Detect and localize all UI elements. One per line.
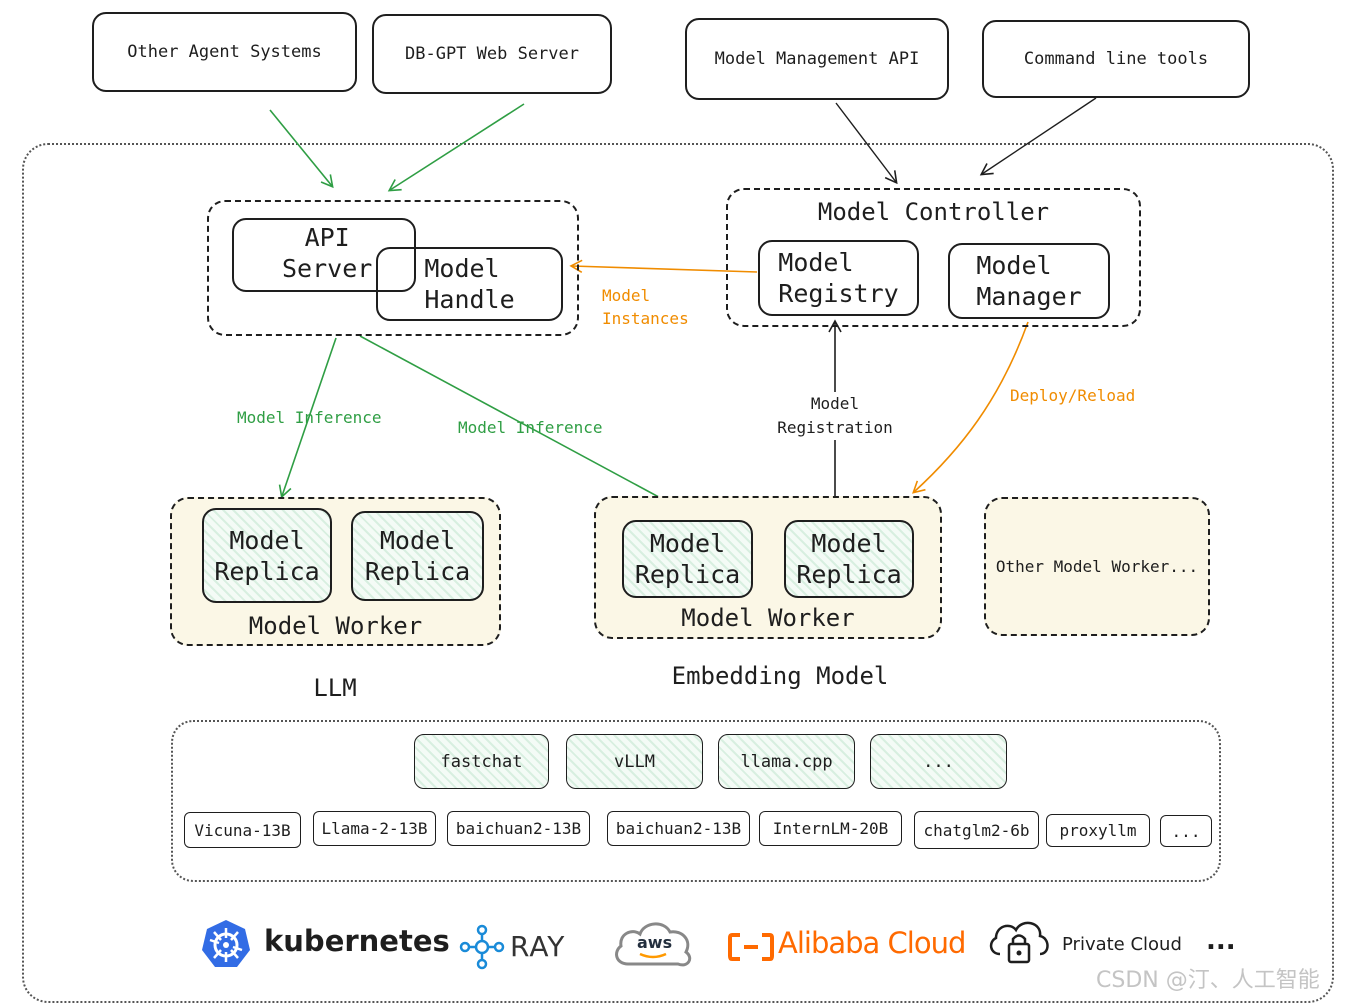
ray-logo: [458, 924, 506, 970]
framework-llamacpp: llama.cpp: [718, 734, 855, 789]
model-controller-group: [726, 188, 1141, 327]
platforms-more-label: ...: [1206, 926, 1236, 956]
other-agent-systems-box: Other Agent Systems: [92, 12, 357, 92]
api-server-label: API Server: [282, 223, 373, 283]
model-internlm-label: InternLM-20B: [772, 819, 889, 838]
alibaba-logo: [728, 932, 774, 962]
llm-replica-1-label: Model Replica: [214, 525, 320, 586]
web-server-label: DB-GPT Web Server: [405, 44, 579, 64]
web-server-box: DB-GPT Web Server: [372, 14, 612, 94]
arrow-cli-to-controller: [979, 97, 1097, 176]
framework-vllm-label: vLLM: [614, 751, 655, 772]
model-baichuan2-b-label: baichuan2-13B: [615, 819, 742, 838]
framework-llamacpp-label: llama.cpp: [740, 751, 833, 772]
model-registry-box: Model Registry: [758, 240, 919, 316]
model-internlm: InternLM-20B: [759, 811, 902, 846]
model-handle-label: Model Handle: [424, 254, 515, 314]
model-manager-label: Model Manager: [976, 251, 1082, 311]
ray-label: RAY: [510, 930, 566, 963]
llm-replica-2: Model Replica: [351, 511, 484, 601]
arrow-mgmt-api-to-controller: [835, 102, 898, 185]
api-server-box: API Server: [232, 218, 416, 292]
arrow-web-server-to-api: [387, 103, 525, 192]
llm-worker-label: Model Worker: [248, 612, 423, 640]
backend-container: [171, 720, 1221, 882]
command-line-tools-box: Command line tools: [982, 20, 1250, 98]
model-instances-label: Model Instances: [602, 286, 689, 328]
llm-replica-1: Model Replica: [202, 508, 332, 603]
command-line-tools-label: Command line tools: [1023, 49, 1209, 69]
kubernetes-icon: [202, 920, 250, 967]
model-controller-title: Model Controller: [817, 198, 1050, 226]
framework-fastchat-label: fastchat: [440, 751, 523, 772]
model-registry-label: Model Registry: [778, 248, 899, 308]
model-inference-label-2: Model Inference: [458, 418, 603, 437]
other-agent-systems-label: Other Agent Systems: [127, 42, 322, 62]
kubernetes-label: kubernetes: [264, 924, 450, 958]
other-model-worker-label: Other Model Worker...: [995, 557, 1199, 576]
model-management-api-box: Model Management API: [685, 18, 949, 100]
model-proxyllm-label: proxyllm: [1059, 821, 1137, 840]
alibaba-cloud-label: Alibaba Cloud: [778, 926, 966, 960]
model-llama2-label: Llama-2-13B: [321, 819, 428, 838]
watermark: CSDN @汀、人工智能: [1096, 968, 1320, 993]
embedding-caption: Embedding Model: [671, 662, 889, 690]
deploy-reload-label: Deploy/Reload: [1010, 386, 1136, 405]
private-cloud-logo: [986, 914, 1052, 966]
model-baichuan2-a: baichuan2-13B: [447, 811, 590, 846]
framework-more: ...: [870, 734, 1007, 789]
arrow-api-to-embedding-worker: [359, 335, 697, 518]
api-server-group: [207, 200, 579, 336]
other-model-worker: Other Model Worker...: [984, 497, 1210, 636]
aws-cloud-icon: [615, 922, 692, 967]
framework-vllm: vLLM: [566, 734, 703, 789]
model-more-label: ...: [1171, 821, 1201, 841]
model-proxyllm: proxyllm: [1046, 814, 1150, 847]
embedding-replica-2: Model Replica: [784, 520, 914, 598]
model-baichuan2-b: baichuan2-13B: [607, 811, 750, 846]
llm-caption: LLM: [313, 674, 357, 702]
embedding-worker-label: Model Worker: [681, 604, 855, 632]
model-management-api-label: Model Management API: [714, 49, 920, 69]
ray-icon: [459, 924, 505, 970]
model-inference-label-1: Model Inference: [237, 408, 382, 427]
model-vicuna-label: Vicuna-13B: [194, 820, 291, 840]
model-manager-box: Model Manager: [948, 243, 1110, 319]
arrow-api-to-llm-worker: [278, 337, 337, 499]
llm-replica-2-label: Model Replica: [364, 526, 471, 586]
model-chatglm2: chatglm2-6b: [914, 811, 1039, 849]
model-baichuan2-a-label: baichuan2-13B: [455, 819, 582, 838]
kubernetes-logo: [200, 918, 252, 970]
alibaba-cloud-icon: [728, 933, 774, 961]
private-cloud-icon: [989, 921, 1049, 964]
aws-label: aws: [637, 933, 673, 952]
embedding-replica-1-label: Model Replica: [634, 529, 741, 589]
model-registration-label: Model Registration: [776, 392, 894, 440]
embedding-replica-1: Model Replica: [622, 520, 753, 598]
model-vicuna: Vicuna-13B: [184, 812, 301, 848]
aws-logo: [610, 914, 696, 972]
embedding-replica-2-label: Model Replica: [796, 529, 902, 589]
private-cloud-label: Private Cloud: [1062, 934, 1182, 955]
model-chatglm2-label: chatglm2-6b: [923, 820, 1030, 840]
framework-fastchat: fastchat: [414, 734, 549, 789]
model-llama2: Llama-2-13B: [313, 811, 436, 846]
model-handle-box: Model Handle: [376, 247, 563, 321]
arrow-manager-to-embedding: [912, 321, 1029, 494]
arrow-other-agents-to-api: [269, 109, 334, 189]
model-more: ...: [1160, 815, 1212, 847]
framework-more-label: ...: [923, 751, 954, 772]
